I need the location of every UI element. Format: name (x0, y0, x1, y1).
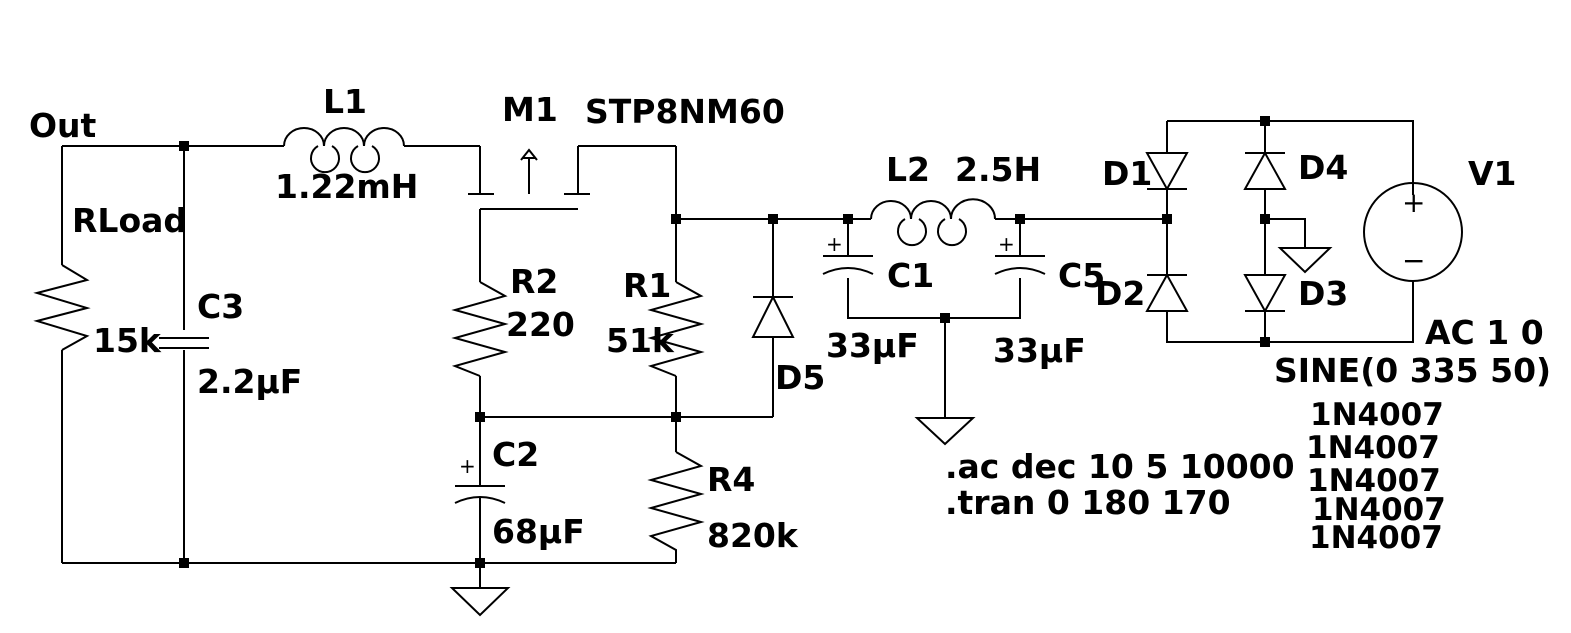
v1-ref: V1 (1468, 154, 1517, 193)
v1-voltage-source: + − (1363, 182, 1463, 282)
spice-directive-ac: .ac dec 10 5 10000 (945, 447, 1295, 486)
l2-inductor-loops (897, 218, 967, 247)
c2-ref: C2 (492, 435, 539, 474)
junction-dot (475, 412, 485, 422)
r2-value: 220 (506, 305, 575, 344)
d4-ref: D4 (1298, 148, 1348, 187)
junction-dot (475, 558, 485, 568)
c1-value: 33µF (826, 326, 919, 365)
junction-dot (179, 141, 189, 151)
d4-diode (1243, 150, 1287, 190)
l1-ref: L1 (323, 82, 367, 121)
d5-diode (751, 294, 795, 338)
ground-symbol (449, 587, 511, 617)
junction-dot (1260, 214, 1270, 224)
d5-ref: D5 (775, 358, 825, 397)
c1-capacitor: + (822, 232, 874, 275)
r2-ref: R2 (510, 262, 558, 301)
l1-inductor (283, 127, 405, 147)
out-net-label: Out (29, 106, 97, 145)
junction-dot (1015, 214, 1025, 224)
r4-ref: R4 (707, 460, 755, 499)
diode-model-label: 1N4007 (1309, 520, 1443, 556)
ground-symbol (914, 417, 976, 446)
r4-resistor (647, 451, 705, 563)
c1-ref: C1 (887, 256, 934, 295)
l2-inductor (870, 198, 996, 220)
r2-resistor (451, 281, 509, 377)
c3-capacitor (159, 337, 209, 349)
d1-diode (1145, 152, 1189, 192)
junctions (179, 116, 1270, 568)
l2-value: 2.5H (955, 150, 1041, 189)
junction-dot (671, 214, 681, 224)
diode-model-label: 1N4007 (1306, 430, 1440, 466)
junction-dot (671, 412, 681, 422)
m1-ref: M1 (502, 90, 558, 129)
junction-dot (1162, 214, 1172, 224)
d2-ref: D2 (1095, 274, 1145, 313)
v1-plus-mark: + (1402, 186, 1425, 219)
junction-dot (1260, 116, 1270, 126)
c5-capacitor: + (994, 232, 1046, 275)
c2-capacitor: + (454, 454, 506, 510)
rload-resistor (33, 264, 91, 351)
r1-ref: R1 (623, 266, 671, 305)
junction-dot (843, 214, 853, 224)
m1-value: STP8NM60 (585, 92, 785, 131)
ground-symbol (1277, 247, 1333, 274)
l1-inductor-loops (310, 145, 380, 174)
rload-value: 15k (93, 321, 162, 360)
v1-ac-spec: AC 1 0 (1425, 313, 1544, 352)
c3-value: 2.2µF (197, 362, 302, 401)
v1-sine-spec: SINE(0 335 50) (1274, 351, 1551, 390)
d3-ref: D3 (1298, 274, 1348, 313)
l1-value: 1.22mH (275, 167, 418, 206)
labels: Out RLoad 15k C3 2.2µF L1 1.22mH M1 STP8… (29, 82, 1551, 556)
junction-dot (179, 558, 189, 568)
d1-ref: D1 (1102, 154, 1152, 193)
diode-model-label: 1N4007 (1310, 397, 1444, 433)
r4-value: 820k (707, 516, 799, 555)
c5-plus-mark: + (998, 232, 1015, 256)
l2-ref: L2 (886, 150, 930, 189)
d2-diode (1145, 272, 1189, 312)
c5-value: 33µF (993, 331, 1086, 370)
c2-value: 68µF (492, 512, 585, 551)
spice-directive-tran: .tran 0 180 170 (945, 483, 1231, 522)
r1-value: 51k (606, 321, 675, 360)
junction-dot (1260, 337, 1270, 347)
rload-ref: RLoad (72, 201, 187, 240)
c5-ref: C5 (1058, 256, 1105, 295)
junction-dot (768, 214, 778, 224)
diode-model-label: 1N4007 (1312, 492, 1446, 528)
c2-plus-mark: + (459, 454, 476, 478)
d3-diode (1243, 274, 1287, 314)
diode-model-label: 1N4007 (1307, 463, 1441, 499)
v1-minus-mark: − (1402, 244, 1425, 277)
m1-mosfet (468, 148, 590, 195)
junction-dot (940, 313, 950, 323)
c3-ref: C3 (197, 287, 244, 326)
c1-plus-mark: + (826, 232, 843, 256)
r1-resistor (647, 281, 705, 377)
